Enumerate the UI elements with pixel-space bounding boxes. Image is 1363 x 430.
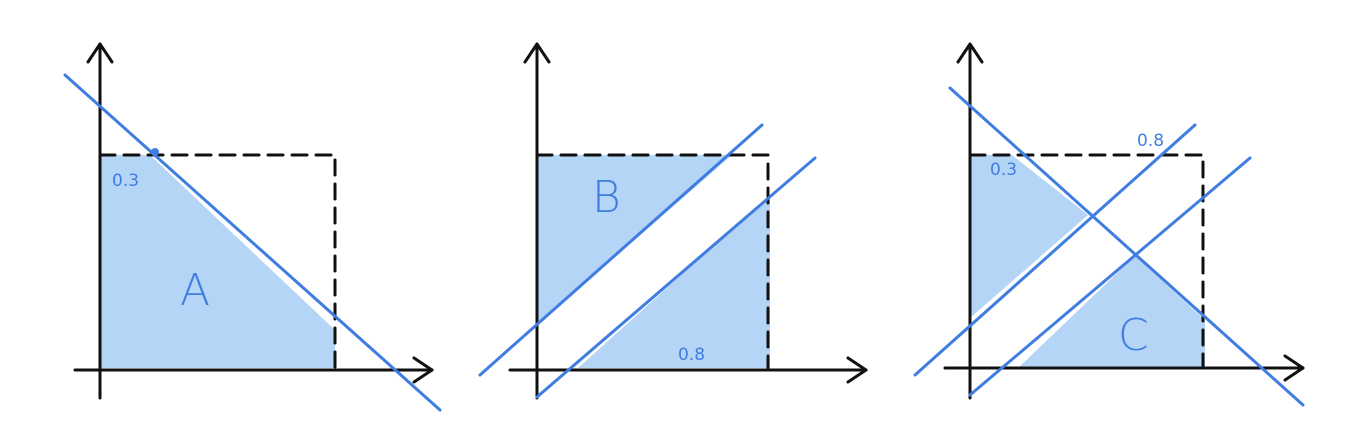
x-axis-arrowhead [1283,354,1305,382]
unit-square-outline [535,153,770,370]
region-label-b: B [592,172,621,223]
boundary-line-decreasing [948,86,1305,407]
boundary-line-increasing-upper [913,123,1197,377]
unit-square-outline [98,153,337,370]
shaded-region-c-left [970,155,1088,318]
y-axis-arrowhead [523,42,551,64]
boundary-line-lower [535,156,817,399]
shaded-region-a [100,155,335,368]
y-axis-arrowhead [956,42,984,64]
region-label-c: C [1118,310,1149,361]
boundary-line-increasing-lower [968,156,1252,397]
annotation-0-3: 0.3 [990,160,1017,180]
annotation-0-8: 0.8 [678,345,705,365]
panel-1: 0.3 A [63,42,442,412]
annotation-0-8: 0.8 [1137,131,1164,151]
x-axis-arrowhead [846,356,868,384]
panel-2: B 0.8 [478,42,868,400]
region-label-a: A [180,265,210,316]
boundary-line-upper [478,123,764,377]
intercept-dot [151,148,159,156]
shaded-region-c-right [1018,256,1205,368]
y-axis-arrowhead [86,42,114,64]
panel-3: 0.3 0.8 C [913,42,1305,407]
x-axis-arrowhead [412,356,434,384]
boundary-line [63,73,442,412]
unit-square-outline [968,153,1205,370]
annotation-0-3: 0.3 [112,171,139,191]
